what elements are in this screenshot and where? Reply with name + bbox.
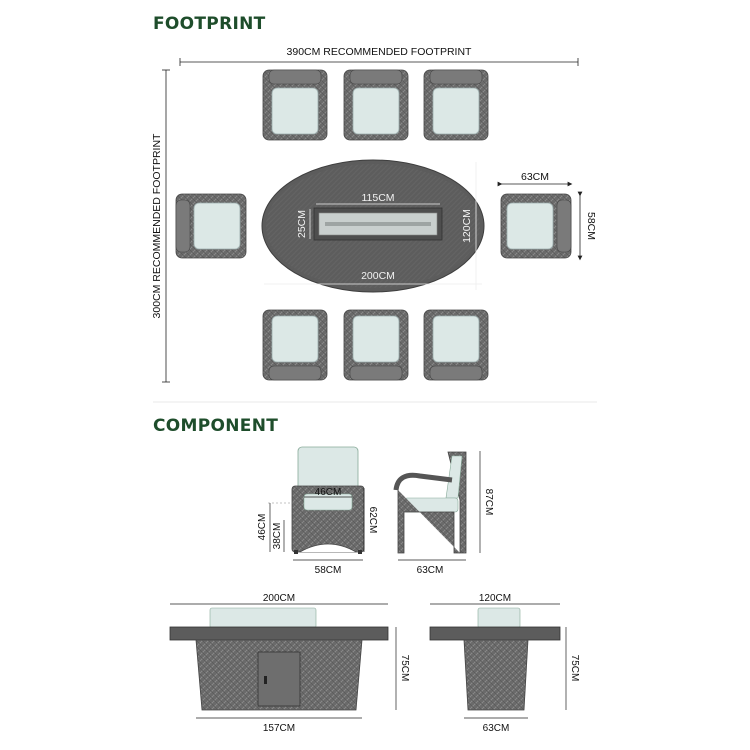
arm-height-label: 62CM — [367, 507, 378, 534]
chair-depth-label: 58CM — [585, 212, 597, 240]
footprint-width-label: 390CM RECOMMENDED FOOTPRINT — [287, 46, 473, 58]
chair-top-3 — [423, 69, 489, 141]
seat-width-label: 46CM — [315, 487, 342, 498]
chair-top-1 — [262, 69, 328, 141]
burner-length-label: 115CM — [361, 192, 394, 204]
chair-side-depth-label: 63CM — [417, 565, 444, 576]
table-front-view — [169, 607, 389, 711]
chair-left — [175, 193, 247, 259]
chair-height-label: 87CM — [483, 489, 494, 516]
chair-side-view — [393, 451, 467, 554]
table-side-width-label: 120CM — [479, 593, 511, 604]
bottom-chairs — [262, 309, 489, 381]
footprint-heading: FOOTPRINT — [153, 14, 266, 34]
chair-right — [500, 193, 572, 259]
table-side-base-label: 63CM — [483, 723, 510, 734]
table-front-length-label: 200CM — [263, 593, 295, 604]
table-base-label: 157CM — [263, 723, 295, 734]
table-length-label: 200CM — [361, 270, 395, 282]
chair-bottom-3 — [423, 309, 489, 381]
table-side-height-label: 75CM — [569, 655, 580, 682]
oval-table — [261, 159, 485, 293]
table-width-label: 120CM — [461, 209, 473, 243]
chair-top-2 — [343, 69, 409, 141]
burner-width-label: 25CM — [296, 210, 308, 238]
seat-height-label: 46CM — [257, 514, 268, 541]
chair-bottom-2 — [343, 309, 409, 381]
chair-front-view — [291, 446, 365, 554]
component-heading: COMPONENT — [153, 416, 279, 436]
table-front-height-label: 75CM — [399, 655, 410, 682]
top-chairs — [262, 69, 489, 141]
seat-floor-label: 38CM — [272, 523, 283, 550]
chair-bottom-1 — [262, 309, 328, 381]
footprint-height-label: 300CM RECOMMENDED FOOTPRINT — [151, 133, 163, 319]
chair-front-width-label: 58CM — [315, 565, 342, 576]
chair-width-label: 63CM — [521, 171, 549, 183]
table-side-view — [429, 607, 561, 711]
